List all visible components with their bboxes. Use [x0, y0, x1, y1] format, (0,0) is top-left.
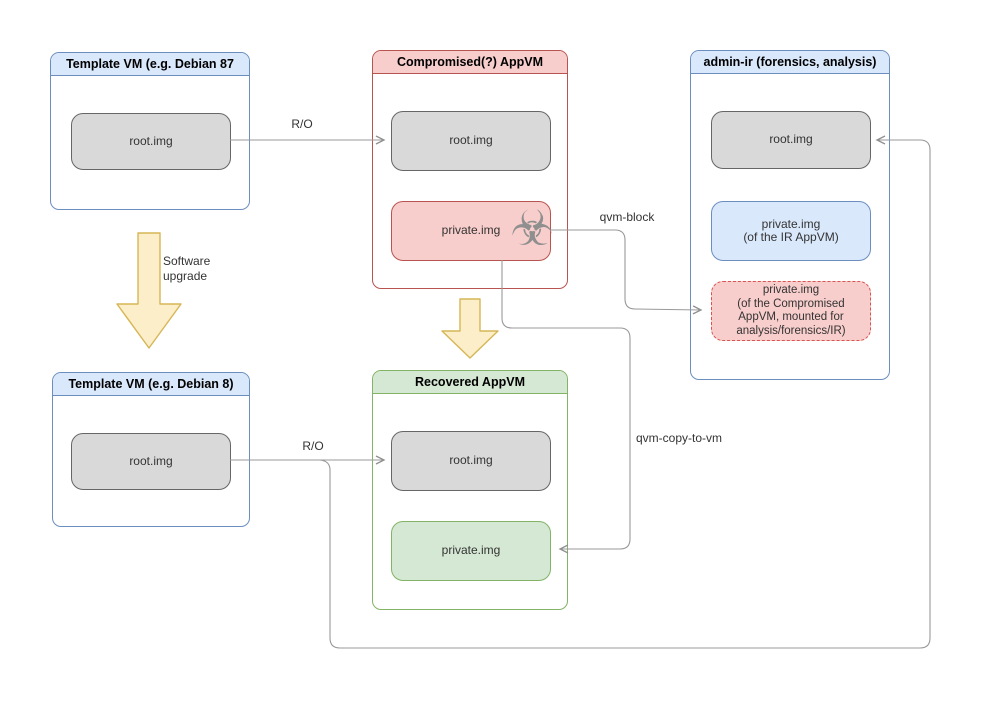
vm-box-template-new: Template VM (e.g. Debian 8) root.img	[52, 372, 250, 527]
biohazard-icon: ☣	[510, 200, 554, 257]
disk-label: private.img	[441, 543, 501, 558]
vm-title-template-old: Template VM (e.g. Debian 87	[51, 53, 249, 76]
disk-label: root.img	[129, 133, 173, 148]
disk-label: root.img	[449, 453, 493, 468]
disk-label: root.img	[449, 133, 493, 148]
vm-title-admin-ir: admin-ir (forensics, analysis)	[691, 51, 889, 74]
disk-label: root.img	[769, 132, 813, 147]
vm-title-compromised: Compromised(?) AppVM	[373, 51, 567, 74]
disk-admin-ir-private-img: private.img (of the IR AppVM)	[711, 201, 871, 261]
disk-template-old-root-img: root.img	[71, 113, 231, 170]
edge-label-qvm-copy-to-vm: qvm-copy-to-vm	[636, 431, 723, 445]
disk-label: private.img (of the IR AppVM)	[743, 216, 839, 244]
vm-box-template-old: Template VM (e.g. Debian 87 root.img	[50, 52, 250, 210]
edge-label-software-upgrade: Software upgrade	[163, 254, 211, 283]
disk-compromised-private-img: private.img ☣	[391, 200, 554, 261]
software-upgrade-arrow-icon	[116, 232, 182, 349]
edge-label-qvm-block: qvm-block	[599, 210, 655, 224]
disk-template-new-root-img: root.img	[71, 433, 231, 490]
disk-recovered-root-img: root.img	[391, 431, 551, 491]
vm-box-admin-ir: admin-ir (forensics, analysis) root.img …	[690, 50, 890, 380]
vm-title-template-new: Template VM (e.g. Debian 8)	[53, 373, 249, 396]
disk-label: private.img	[441, 223, 501, 238]
edge-label-ro-bottom: R/O	[302, 439, 324, 453]
edge-label-ro-top: R/O	[291, 117, 313, 131]
disk-compromised-root-img: root.img	[391, 111, 551, 171]
disk-label: root.img	[129, 453, 173, 468]
edge-qvm-block	[551, 229, 701, 310]
disk-admin-ir-mounted-compromised-private-img: private.img (of the Compromised AppVM, m…	[711, 281, 871, 341]
vm-box-recovered-appvm: Recovered AppVM root.img private.img	[372, 370, 568, 610]
vm-box-compromised-appvm: Compromised(?) AppVM root.img private.im…	[372, 50, 568, 289]
rebuild-arrow-icon	[441, 298, 499, 359]
disk-admin-ir-root-img: root.img	[711, 111, 871, 169]
disk-recovered-private-img: private.img	[391, 521, 551, 581]
vm-title-recovered: Recovered AppVM	[373, 371, 567, 394]
disk-label: private.img (of the Compromised AppVM, m…	[736, 284, 846, 337]
